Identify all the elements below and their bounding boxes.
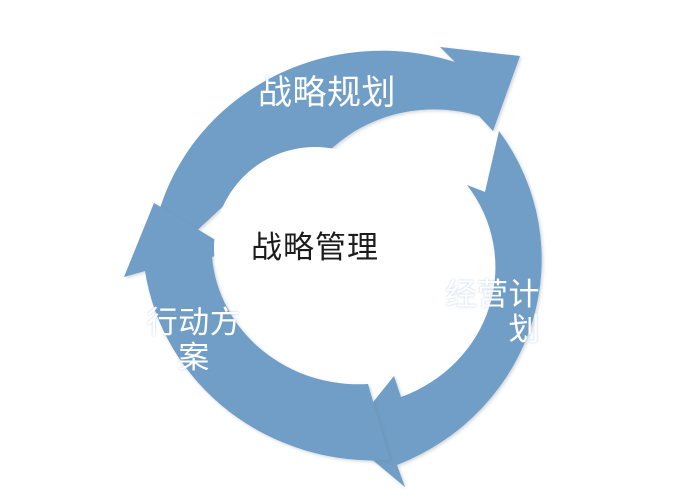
center-disc bbox=[214, 147, 416, 349]
segment-business-plan-shape bbox=[345, 131, 542, 487]
segment-action-plan-shape bbox=[124, 203, 390, 461]
